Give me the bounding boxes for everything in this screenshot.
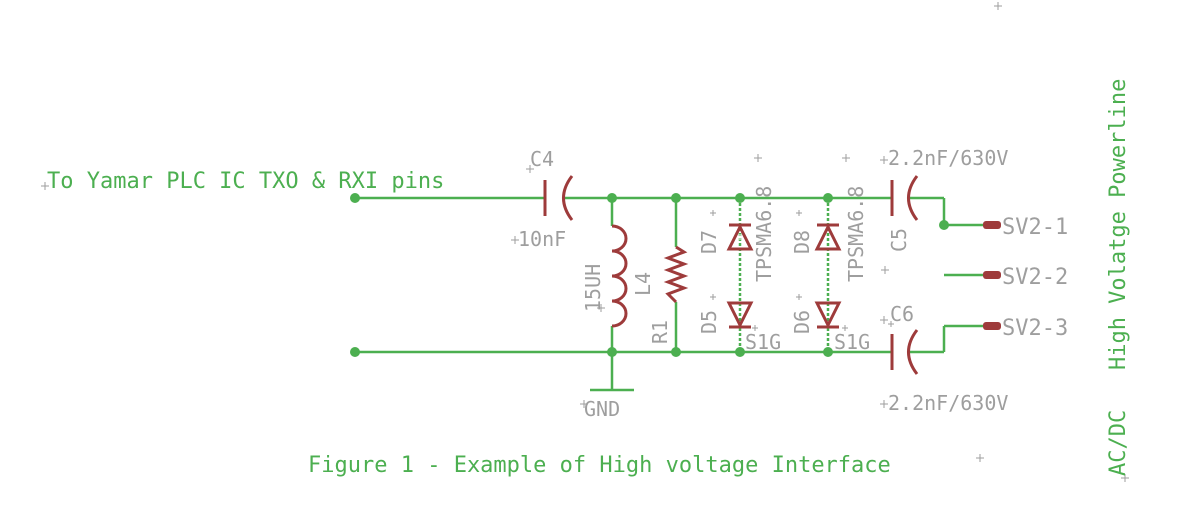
- l4-name-label: L4: [631, 272, 655, 296]
- tvs-value-label-a: TPSMA6.8: [752, 186, 776, 282]
- r1-name-label: R1: [648, 320, 672, 344]
- d6-name-label: D6: [790, 310, 814, 334]
- c6-name-label: C6: [890, 302, 914, 326]
- side-label: AC/DC High Volatge Powerline: [1106, 79, 1131, 476]
- capacitor-c4: [543, 175, 574, 221]
- connector-sv2: [983, 221, 1001, 330]
- diode-d6: [814, 301, 842, 329]
- diode-d8: [814, 223, 842, 251]
- c6-value-label: 2.2nF/630V: [888, 391, 1008, 415]
- c5-value-label: 2.2nF/630V: [888, 146, 1008, 170]
- resistor-r1: [663, 245, 689, 304]
- s1g-label-b: S1G: [834, 330, 870, 354]
- l4-value-label: 15UH: [581, 264, 605, 312]
- diode-d7: [726, 223, 754, 251]
- inductor-l4: [611, 224, 628, 328]
- junctions: [350, 193, 949, 357]
- c4-value-label: 10nF: [518, 227, 566, 251]
- diode-d5: [726, 301, 754, 329]
- tvs-value-label-b: TPSMA6.8: [844, 186, 868, 282]
- wires: [355, 196, 985, 390]
- capacitor-c5: [890, 175, 919, 221]
- capacitor-c6: [890, 329, 919, 375]
- d7-name-label: D7: [697, 230, 721, 254]
- origin-markers: [41, 2, 1129, 482]
- d5-name-label: D5: [697, 310, 721, 334]
- sv2-pin3-label: SV2-3: [1002, 316, 1068, 341]
- d8-name-label: D8: [790, 230, 814, 254]
- gnd-label: GND: [584, 397, 620, 421]
- sv2-pin1-label: SV2-1: [1002, 215, 1068, 240]
- figure-caption: Figure 1 - Example of High voltage Inter…: [308, 453, 891, 478]
- c5-name-label: C5: [887, 228, 911, 252]
- input-label: To Yamar PLC IC TXO & RXI pins: [47, 169, 444, 194]
- s1g-label-a: S1G: [745, 330, 781, 354]
- c4-name-label: C4: [530, 147, 554, 171]
- sv2-pin2-label: SV2-2: [1002, 265, 1068, 290]
